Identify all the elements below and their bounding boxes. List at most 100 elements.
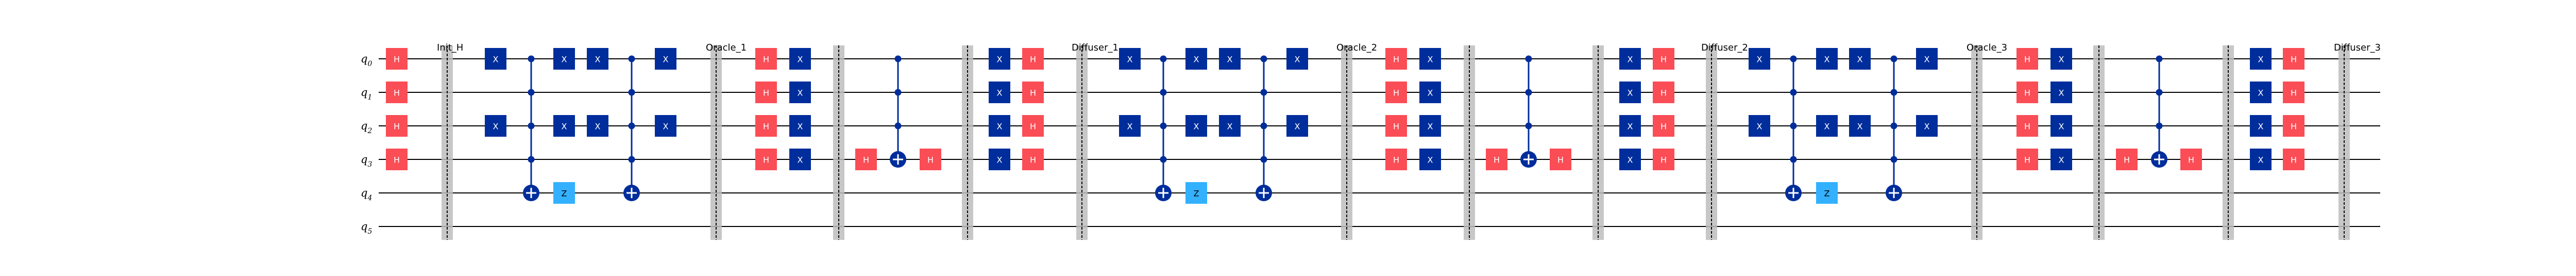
x-gate-label: X — [798, 122, 803, 132]
x-gate: X — [485, 115, 506, 137]
h-gate-label: H — [1393, 155, 1399, 165]
qubit-label: q5 — [361, 220, 372, 236]
h-gate: H — [386, 149, 408, 170]
x-gate-label: X — [493, 55, 499, 64]
h-gate-label: H — [1660, 55, 1667, 64]
x-gate-label: X — [1628, 88, 1633, 98]
x-gate-box — [1849, 115, 1871, 137]
x-gate-box — [1916, 115, 1938, 137]
x-gate-label: X — [798, 88, 803, 98]
barrier: Diffuser_3 — [2334, 42, 2381, 240]
x-gate: X — [989, 149, 1010, 170]
x-gate-box — [1419, 149, 1441, 170]
x-gate-box — [1916, 48, 1938, 70]
qubit-label-name: q — [361, 53, 367, 65]
barrier-label: Diffuser_3 — [2334, 42, 2381, 53]
x-gate-box — [2250, 82, 2272, 103]
x-gate: X — [2250, 82, 2272, 103]
x-gate: X — [1419, 115, 1441, 137]
qubit-label: q4 — [361, 187, 372, 202]
x-gate-label: X — [2258, 88, 2264, 98]
x-gate-label: X — [997, 88, 1003, 98]
control-dot — [1525, 55, 1532, 62]
x-gate-box — [1619, 149, 1641, 170]
h-gate-box — [1022, 48, 1044, 70]
h-gate: H — [2180, 149, 2202, 170]
x-gate-box — [2050, 82, 2072, 103]
control-dot — [628, 156, 635, 163]
h-gate-box — [2283, 82, 2304, 103]
z-gate: Z — [1816, 182, 1838, 204]
x-gate-label: X — [1428, 155, 1433, 165]
h-gate-label: H — [1494, 155, 1500, 165]
x-gate-label: X — [997, 155, 1003, 165]
control-dot — [1260, 122, 1267, 129]
control-dot — [628, 122, 635, 129]
control-dot — [1260, 89, 1267, 96]
x-gate: X — [1619, 115, 1641, 137]
x-gate-label: X — [2059, 88, 2064, 98]
x-gate: X — [587, 115, 608, 137]
x-gate-label: X — [1924, 122, 1930, 132]
x-gate-label: X — [798, 55, 803, 64]
x-gate: X — [2250, 149, 2272, 170]
barrier — [833, 45, 844, 240]
control-dot — [1160, 122, 1167, 129]
x-gate: X — [1419, 82, 1441, 103]
h-gate: H — [1385, 115, 1407, 137]
h-gate-box — [386, 48, 408, 70]
x-gate-box — [485, 115, 506, 137]
x-gate: X — [2050, 48, 2072, 70]
h-gate-box — [386, 82, 408, 103]
x-gate-label: X — [1924, 55, 1930, 64]
h-gate-label: H — [1660, 122, 1667, 132]
control-dot — [1160, 156, 1167, 163]
x-gate: X — [1619, 82, 1641, 103]
x-gate-label: X — [1824, 122, 1830, 132]
h-gate-box — [2283, 48, 2304, 70]
z-gate: Z — [1185, 182, 1207, 204]
z-gate-box — [553, 182, 575, 204]
x-gate-box — [1619, 48, 1641, 70]
h-gate-box — [1486, 149, 1507, 170]
h-gate: H — [1385, 82, 1407, 103]
x-gate-box — [789, 149, 811, 170]
x-gate: X — [587, 48, 608, 70]
x-gate-label: X — [1227, 55, 1233, 64]
x-gate: X — [1916, 48, 1938, 70]
x-gate-box — [989, 82, 1010, 103]
x-gate-label: X — [2258, 155, 2264, 165]
multi-controlled-x — [1256, 55, 1272, 201]
barrier-label: Diffuser_2 — [1701, 42, 1748, 53]
x-gate-box — [655, 48, 676, 70]
h-gate-box — [2116, 149, 2138, 170]
control-dot — [1890, 89, 1897, 96]
control-dot — [1160, 55, 1167, 62]
x-gate: X — [2050, 82, 2072, 103]
x-gate-box — [485, 48, 506, 70]
barrier-label: Diffuser_1 — [1072, 42, 1118, 53]
control-dot — [1790, 122, 1797, 129]
h-gate: H — [2016, 115, 2038, 137]
x-gate-label: X — [1127, 122, 1133, 132]
x-gate-box — [1816, 48, 1838, 70]
h-gate-label: H — [394, 88, 400, 98]
h-gate-box — [2016, 82, 2038, 103]
control-dot — [528, 55, 535, 62]
x-gate-label: X — [2258, 55, 2264, 64]
control-dot — [2156, 89, 2163, 96]
x-gate-label: X — [2258, 122, 2264, 132]
x-gate-box — [1749, 115, 1770, 137]
qubit-label-index: 2 — [367, 127, 372, 135]
x-gate-box — [655, 115, 676, 137]
h-gate-label: H — [394, 55, 400, 64]
h-gate-box — [2283, 149, 2304, 170]
x-gate: X — [553, 115, 575, 137]
x-gate-box — [789, 115, 811, 137]
qubit-wires — [379, 58, 2380, 227]
z-gate-label: Z — [562, 189, 567, 199]
x-gate-label: X — [1295, 55, 1300, 64]
h-gate: H — [2116, 149, 2138, 170]
x-gate-label: X — [493, 122, 499, 132]
x-gate: X — [1185, 48, 1207, 70]
